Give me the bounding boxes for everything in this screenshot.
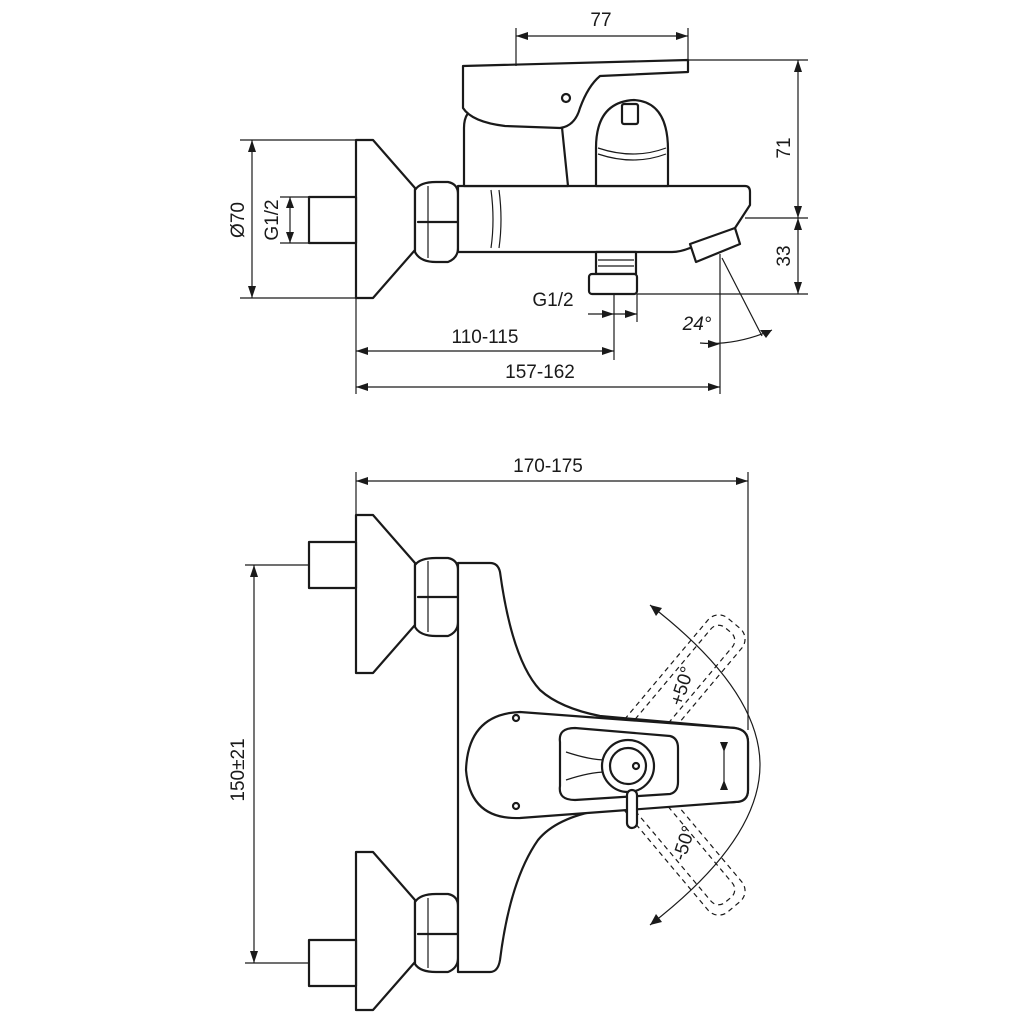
side-flange <box>354 138 417 300</box>
side-hex-nut <box>413 180 460 264</box>
front-view: 170-175 <box>228 456 761 1012</box>
dim-inlet-thread-label: G1/2 <box>262 199 283 240</box>
front-lower-nut <box>413 892 460 974</box>
dim-depth-outer-label: 157-162 <box>505 362 575 383</box>
dim-depth-outer: 157-162 <box>356 350 721 394</box>
dim-height-lower-label: 33 <box>774 245 795 266</box>
dim-lever-end <box>720 742 728 790</box>
front-lower-stub <box>307 938 358 988</box>
dim-spout-angle: 24° <box>682 254 773 350</box>
dim-top-width-label: 77 <box>590 10 611 31</box>
dim-inlet-thread: G1/2 <box>262 196 309 244</box>
rotation-plus-label: +50° <box>667 664 699 708</box>
dim-spout-angle-label: 24° <box>682 314 712 335</box>
front-cartridge <box>558 726 680 830</box>
dim-centers-label: 150±21 <box>228 738 249 801</box>
dim-overall-width-label: 170-175 <box>513 456 583 477</box>
side-view: 77 71 33 Ø70 <box>228 10 808 394</box>
lever-position-minus50 <box>603 755 746 916</box>
dim-outlet-thread-label: G1/2 <box>532 290 573 311</box>
side-inlet-stub <box>307 195 358 245</box>
dim-centers: 150±21 <box>228 564 309 964</box>
side-outlet-connector <box>587 250 639 296</box>
front-upper-nut <box>413 556 460 638</box>
dim-depth-inner-label: 110-115 <box>452 327 519 348</box>
dim-flange-diameter: Ø70 <box>228 139 356 299</box>
dim-heights: 71 33 <box>637 59 808 295</box>
dim-height-upper-label: 71 <box>774 137 795 158</box>
rotation-minus-label: -50° <box>669 823 700 863</box>
dim-overall-width: 170-175 <box>355 456 749 730</box>
dim-depth-inner: 110-115 <box>355 298 615 394</box>
front-upper-flange <box>354 513 417 675</box>
side-lever-handle <box>461 58 690 130</box>
dim-top-width: 77 <box>515 10 689 66</box>
front-lower-flange <box>354 850 417 1012</box>
dim-outlet-thread: G1/2 <box>532 290 638 322</box>
dim-flange-diameter-label: Ø70 <box>228 202 249 238</box>
side-spout-tip <box>688 226 742 264</box>
lever-position-plus50 <box>603 614 746 775</box>
front-upper-stub <box>307 540 358 590</box>
side-diverter-knob <box>594 98 670 188</box>
